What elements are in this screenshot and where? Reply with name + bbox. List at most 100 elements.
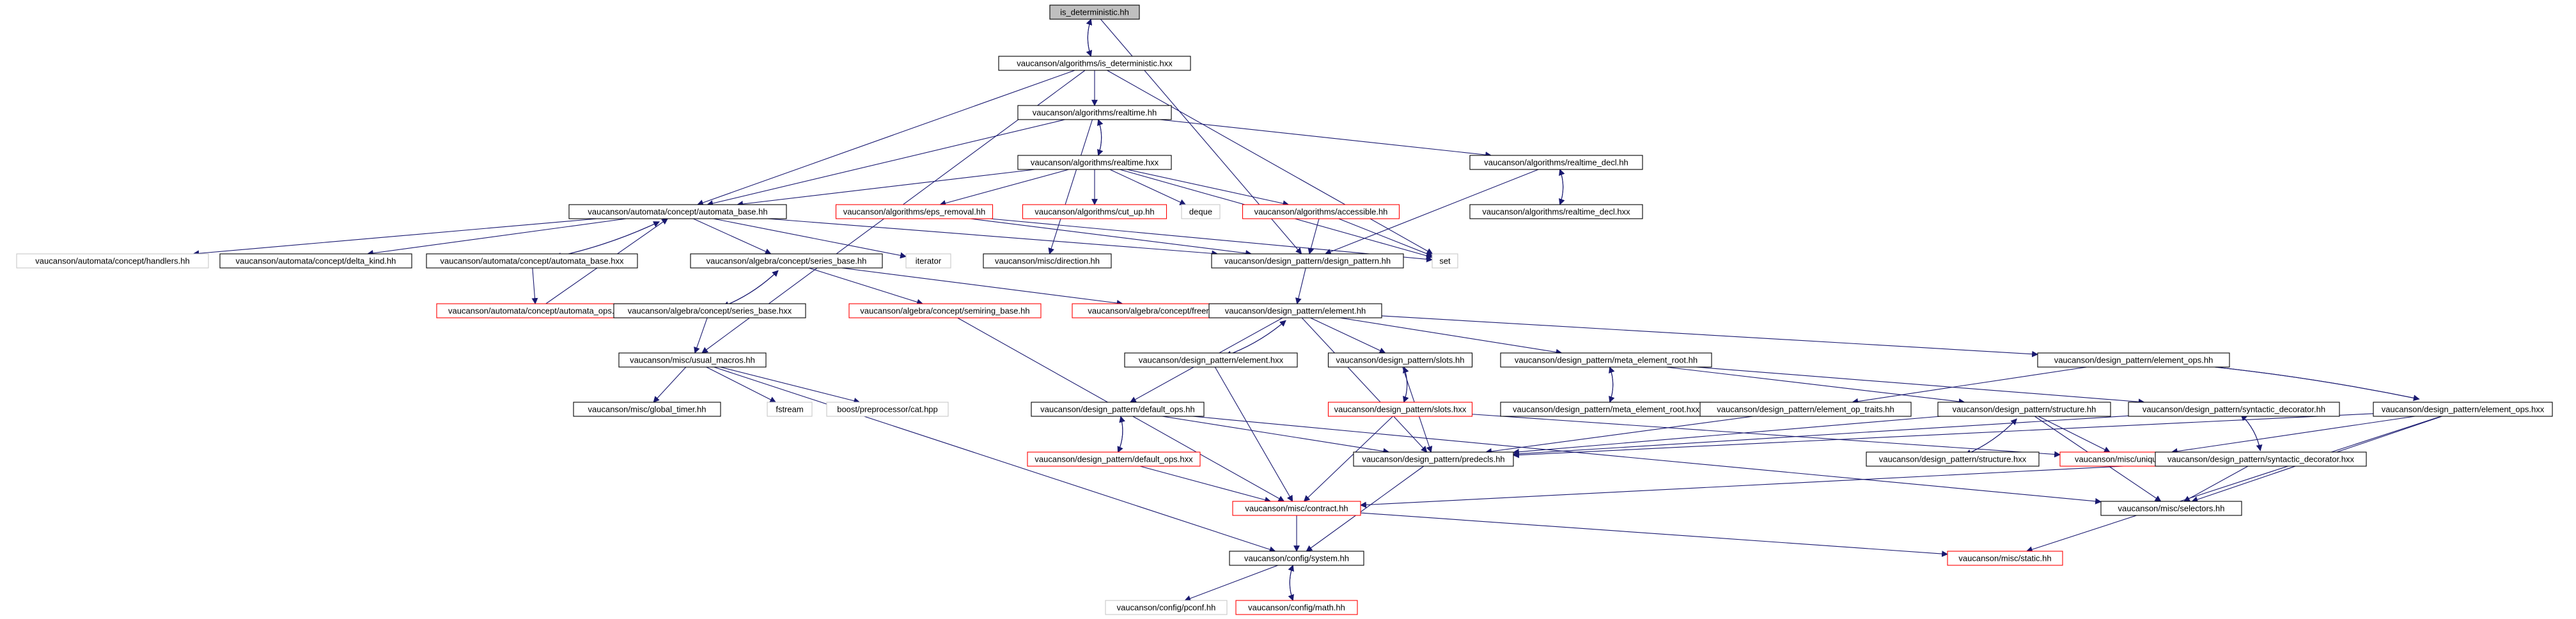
node-label: vaucanson/misc/unique.hh <box>2075 454 2173 464</box>
node-label: vaucanson/design_pattern/element_ops.hh <box>2054 355 2213 364</box>
edge-realtime_hxx-to-eps_removal <box>939 169 1069 207</box>
node-static[interactable]: vaucanson/misc/static.hh <box>1947 551 2063 566</box>
edge-automata_base_hh-to-automata_base_hxx <box>554 221 660 259</box>
edge-element_hh-to-predecls <box>1301 317 1428 453</box>
edge-slots_hxx-to-unique <box>1472 414 2061 458</box>
edge-automata_base_hh-to-design_pattern_hh <box>767 218 1219 257</box>
node-element-ops-hxx[interactable]: vaucanson/design_pattern/element_ops.hxx <box>2373 402 2553 417</box>
node-root[interactable]: is_deterministic.hh <box>1049 4 1140 20</box>
node-label: vaucanson/design_pattern/predecls.hh <box>1362 454 1504 464</box>
node-handlers: vaucanson/automata/concept/handlers.hh <box>16 253 209 269</box>
edge-automata_base_hh-to-delta_kind <box>366 218 627 256</box>
node-automata-base-hh[interactable]: vaucanson/automata/concept/automata_base… <box>568 204 787 219</box>
edge-default_ops_hh-to-selectors <box>1192 416 2102 505</box>
node-design-pattern-hh[interactable]: vaucanson/design_pattern/design_pattern.… <box>1211 253 1404 269</box>
node-label: vaucanson/design_pattern/syntactic_decor… <box>2167 454 2354 464</box>
node-slots-hh[interactable]: vaucanson/design_pattern/slots.hh <box>1327 352 1473 368</box>
edge-element_hh-to-meta_root_hh <box>1339 317 1563 356</box>
node-boost-cat: boost/preprocessor/cat.hpp <box>826 402 949 417</box>
edge-structure_hh-to-predecls <box>1513 416 1941 455</box>
node-automata-base-hxx[interactable]: vaucanson/automata/concept/automata_base… <box>426 253 638 269</box>
node-meta-root-hh[interactable]: vaucanson/design_pattern/meta_element_ro… <box>1500 352 1712 368</box>
node-slots-hxx[interactable]: vaucanson/design_pattern/slots.hxx <box>1327 402 1473 417</box>
node-label: iterator <box>916 256 942 265</box>
node-usual-macros[interactable]: vaucanson/misc/usual_macros.hh <box>618 352 767 368</box>
node-label: vaucanson/design_pattern/syntactic_decor… <box>2143 404 2325 414</box>
edge-synt_dec_hxx-to-contract <box>1360 464 2156 508</box>
node-automata-ops[interactable]: vaucanson/automata/concept/automata_ops.… <box>436 303 636 318</box>
node-label: vaucanson/misc/static.hh <box>1958 553 2051 563</box>
node-realtime-decl-hxx[interactable]: vaucanson/algorithms/realtime_decl.hxx <box>1469 204 1643 219</box>
node-isdet-hxx[interactable]: vaucanson/algorithms/is_deterministic.hx… <box>998 56 1191 71</box>
node-label: vaucanson/algebra/concept/series_base.hh <box>706 256 867 265</box>
node-delta-kind[interactable]: vaucanson/automata/concept/delta_kind.hh <box>219 253 412 269</box>
edge-accessible-to-design_pattern_hh <box>1308 218 1320 255</box>
node-meta-root-hxx[interactable]: vaucanson/design_pattern/meta_element_ro… <box>1500 402 1712 417</box>
node-default-ops-hh[interactable]: vaucanson/design_pattern/default_ops.hh <box>1031 402 1205 417</box>
node-default-ops-hxx[interactable]: vaucanson/design_pattern/default_ops.hxx <box>1027 451 1201 467</box>
node-label: vaucanson/config/system.hh <box>1244 553 1349 563</box>
node-direction[interactable]: vaucanson/misc/direction.hh <box>983 253 1112 269</box>
node-global-timer[interactable]: vaucanson/misc/global_timer.hh <box>573 402 721 417</box>
node-eps-removal[interactable]: vaucanson/algorithms/eps_removal.hh <box>835 204 994 219</box>
node-cut-up[interactable]: vaucanson/algorithms/cut_up.hh <box>1022 204 1167 219</box>
edge-element_hh-to-element_hxx <box>1224 320 1286 357</box>
node-label: vaucanson/design_pattern/structure.hh <box>1953 404 2096 414</box>
edge-default_ops_hxx-to-contract <box>1139 466 1272 503</box>
edge-synt_dec_hxx-to-synt_dec_hh <box>2240 414 2261 451</box>
node-structure-hh[interactable]: vaucanson/design_pattern/structure.hh <box>1937 402 2111 417</box>
node-label: vaucanson/algebra/concept/semiring_base.… <box>860 306 1029 315</box>
edge-series_base_hh-to-freemonoid_base <box>841 267 1123 306</box>
node-element-ops-hh[interactable]: vaucanson/design_pattern/element_ops.hh <box>2037 352 2230 368</box>
node-system[interactable]: vaucanson/config/system.hh <box>1229 551 1364 566</box>
node-structure-hxx[interactable]: vaucanson/design_pattern/structure.hxx <box>1866 451 2040 467</box>
edge-meta_root_hxx-to-meta_root_hh <box>1609 366 1615 403</box>
node-accessible[interactable]: vaucanson/algorithms/accessible.hh <box>1242 204 1400 219</box>
edge-realtime_hxx-to-automata_base_hh <box>737 169 1035 207</box>
node-label: deque <box>1189 207 1212 216</box>
node-realtime-hxx[interactable]: vaucanson/algorithms/realtime.hxx <box>1017 155 1172 170</box>
node-semiring-base[interactable]: vaucanson/algebra/concept/semiring_base.… <box>848 303 1042 318</box>
node-label: set <box>1439 256 1451 265</box>
node-label: vaucanson/design_pattern/meta_element_ro… <box>1513 404 1699 414</box>
node-label: vaucanson/algorithms/cut_up.hh <box>1034 207 1154 216</box>
edge-contract-to-static <box>1360 512 1948 557</box>
edge-system-to-pconf <box>1184 565 1279 602</box>
node-synt-dec-hh[interactable]: vaucanson/design_pattern/syntactic_decor… <box>2128 402 2340 417</box>
node-realtime-decl-hh[interactable]: vaucanson/algorithms/realtime_decl.hh <box>1469 155 1643 170</box>
node-math[interactable]: vaucanson/config/math.hh <box>1235 600 1358 615</box>
edge-realtime_hh-to-direction <box>1048 119 1093 255</box>
edge-element_ops_hxx-to-unique <box>2171 416 2416 455</box>
node-contract[interactable]: vaucanson/misc/contract.hh <box>1232 501 1361 516</box>
edge-isdet_hxx-to-set <box>1107 70 1433 255</box>
edge-isdet_hxx-to-automata_base_hh <box>696 70 1075 206</box>
node-op-traits[interactable]: vaucanson/design_pattern/element_op_trai… <box>1699 402 1912 417</box>
edge-element_ops_hxx-to-element_ops_hh <box>2183 361 2419 400</box>
node-label: vaucanson/design_pattern/slots.hxx <box>1334 404 1467 414</box>
node-label: vaucanson/algorithms/is_deterministic.hx… <box>1017 58 1173 68</box>
node-label: vaucanson/algorithms/realtime.hh <box>1033 107 1157 117</box>
node-realtime-hh[interactable]: vaucanson/algorithms/realtime.hh <box>1017 105 1172 120</box>
edge-realtime_hxx-to-deque <box>1109 169 1187 205</box>
edge-element_ops_hh-to-op_traits <box>1852 366 2087 405</box>
node-label: vaucanson/algorithms/eps_removal.hh <box>843 207 986 216</box>
edge-realtime_hh-to-automata_base_hh <box>706 119 1065 207</box>
edge-meta_root_hh-to-synt_dec_hh <box>1696 366 2145 405</box>
edge-element_hxx-to-element_hh <box>1225 320 1286 356</box>
node-series-base-hh[interactable]: vaucanson/algebra/concept/series_base.hh <box>690 253 883 269</box>
edge-element_hxx-to-contract <box>1214 366 1293 502</box>
edge-element_hh-to-slots_hh <box>1310 317 1386 354</box>
node-predecls[interactable]: vaucanson/design_pattern/predecls.hh <box>1353 451 1514 467</box>
node-label: vaucanson/misc/contract.hh <box>1245 503 1348 513</box>
node-label: vaucanson/design_pattern/element_ops.hxx <box>2382 404 2545 414</box>
node-synt-dec-hxx[interactable]: vaucanson/design_pattern/syntactic_decor… <box>2155 451 2367 467</box>
node-series-base-hxx[interactable]: vaucanson/algebra/concept/series_base.hx… <box>613 303 806 318</box>
edge-eps_removal-to-design_pattern_hh <box>970 218 1253 256</box>
node-label: vaucanson/design_pattern/meta_element_ro… <box>1515 355 1698 364</box>
edge-realtime_hxx-to-accessible <box>1127 169 1290 207</box>
node-selectors[interactable]: vaucanson/misc/selectors.hh <box>2100 501 2242 516</box>
node-fstream: fstream <box>767 402 813 417</box>
node-element-hxx[interactable]: vaucanson/design_pattern/element.hxx <box>1124 352 1298 368</box>
edge-usual_macros-to-system <box>714 366 1276 552</box>
node-element-hh[interactable]: vaucanson/design_pattern/element.hh <box>1208 303 1382 318</box>
